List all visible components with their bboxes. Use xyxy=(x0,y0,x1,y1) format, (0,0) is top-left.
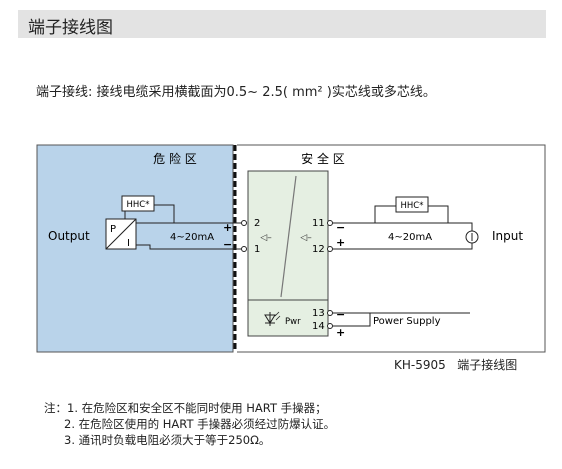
left-minus-sign: − xyxy=(223,238,232,251)
terminal-1 xyxy=(241,246,247,252)
terminal-2 xyxy=(241,220,247,226)
safe-zone-label: 安 全 区 xyxy=(301,151,345,166)
diagram-caption: KH-5905 端子接线图 xyxy=(394,356,517,373)
arrow-right-glyph: ◁– xyxy=(300,233,312,243)
terminal-12 xyxy=(327,246,333,252)
terminal-14-label: 14 xyxy=(312,321,325,332)
hhc-right-wire xyxy=(374,205,449,223)
terminal-2-label: 2 xyxy=(254,218,260,229)
right-minus-sign-11: − xyxy=(336,221,345,234)
note-row-2: 2. 在危险区使用的 HART 手操器必须经过防爆认证。 xyxy=(44,416,335,432)
terminal-11-label: 11 xyxy=(312,218,325,229)
pi-diagonal xyxy=(105,218,137,250)
notes-prefix: 注： xyxy=(44,401,67,415)
input-wire-top xyxy=(333,222,473,232)
right-minus-sign-13: − xyxy=(336,308,345,321)
terminal-1-label: 1 xyxy=(254,244,260,255)
right-plus-sign-12: + xyxy=(336,236,345,249)
power-wire-14 xyxy=(333,313,371,327)
note-item-1: 1. 在危险区和安全区不能同时使用 HART 手操器； xyxy=(67,401,327,415)
note-item-2: 2. 在危险区使用的 HART 手操器必须经过防爆认证。 xyxy=(64,417,336,431)
notes-block: 注：1. 在危险区和安全区不能同时使用 HART 手操器； 2. 在危险区使用的… xyxy=(44,400,335,448)
section-title: 端子接线图 xyxy=(28,18,113,38)
power-supply-label: Power Supply xyxy=(373,316,441,327)
pi-p-label: P xyxy=(110,224,116,235)
output-label: Output xyxy=(48,229,90,243)
input-wire-bottom xyxy=(333,243,473,250)
output-wire-bottom xyxy=(136,244,241,250)
right-plus-sign-14: + xyxy=(336,326,345,339)
input-label: Input xyxy=(492,229,523,243)
safe-zone-border xyxy=(237,144,546,353)
note-item-3: 3. 通讯时负载电阻必须大于等于250Ω。 xyxy=(64,433,271,447)
terminal-12-label: 12 xyxy=(312,244,325,255)
hhc-right-box xyxy=(395,196,429,213)
current-left-label: 4~20mA xyxy=(170,232,214,243)
power-led-icon xyxy=(264,311,281,326)
terminal-13-label: 13 xyxy=(312,308,325,319)
hazard-zone-label: 危 险 区 xyxy=(153,151,197,166)
current-right-label: 4~20mA xyxy=(388,232,432,243)
terminal-13 xyxy=(327,310,333,316)
hhc-right-label: HHC* xyxy=(401,201,424,211)
terminal-14 xyxy=(327,323,333,329)
note-row-3: 3. 通讯时负载电阻必须大于等于250Ω。 xyxy=(44,432,335,448)
left-plus-sign: + xyxy=(223,221,232,234)
pi-i-label: I xyxy=(127,238,130,249)
isolation-barrier xyxy=(280,175,297,298)
caption-model: KH-5905 xyxy=(394,358,446,372)
caption-title: 端子接线图 xyxy=(457,358,518,372)
wiring-intro-text: 端子接线: 接线电缆采用横截面为0.5~ 2.5( mm² )实芯线或多芯线。 xyxy=(36,85,436,100)
note-row-1: 注：1. 在危险区和安全区不能同时使用 HART 手操器； xyxy=(44,400,335,416)
hhc-left-box xyxy=(121,195,155,212)
isolator-module xyxy=(247,170,329,337)
section-header-bar xyxy=(18,10,546,38)
pwr-label: Pwr xyxy=(285,317,301,327)
hhc-left-label: HHC* xyxy=(127,200,150,210)
terminal-11 xyxy=(327,220,333,226)
arrow-left-glyph: ◁– xyxy=(260,233,272,243)
